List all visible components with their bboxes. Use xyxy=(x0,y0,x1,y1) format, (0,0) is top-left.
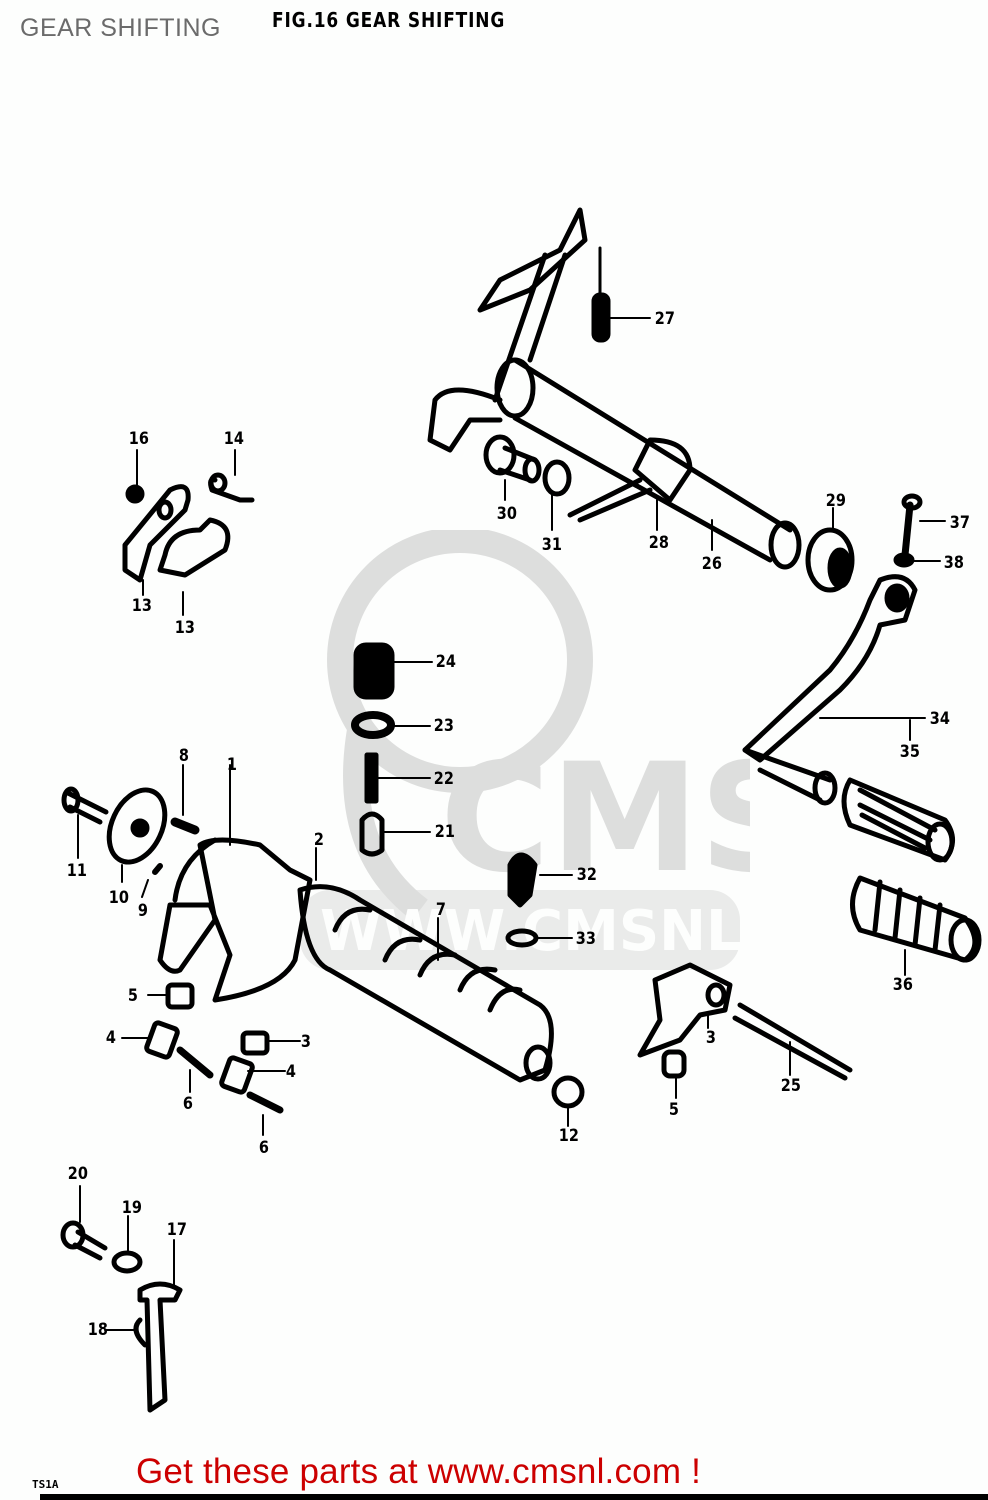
part-callout-4b: 4 xyxy=(285,1062,296,1082)
part-callout-19: 19 xyxy=(121,1198,142,1218)
part-callout-14: 14 xyxy=(223,429,244,449)
svg-text:CMS: CMS xyxy=(440,732,750,906)
bolt-30-drawing xyxy=(483,434,542,484)
stopper-17-drawing xyxy=(60,1220,183,1413)
part-callout-8: 8 xyxy=(178,746,189,766)
part-callout-3a: 3 xyxy=(300,1032,311,1052)
shift-rubber-36-drawing xyxy=(850,875,982,963)
part-callout-29: 29 xyxy=(825,491,846,511)
part-callout-13b: 13 xyxy=(174,618,195,638)
part-callout-6a: 6 xyxy=(182,1094,193,1114)
part-callout-2: 2 xyxy=(313,830,324,850)
part-callout-10: 10 xyxy=(108,888,129,908)
gear-shift-arm-drawing xyxy=(427,207,802,570)
shift-lever-drawing xyxy=(742,574,918,806)
part-callout-33: 33 xyxy=(575,929,596,949)
shift-rubber-35-drawing xyxy=(841,777,955,863)
cms-watermark-logo: CMS WWW.CMSNL.COM xyxy=(300,530,750,970)
part-callout-30: 30 xyxy=(496,504,517,524)
part-callout-3b: 3 xyxy=(705,1028,716,1048)
cta-link[interactable]: Get these parts at www.cmsnl.com ! xyxy=(136,1452,702,1491)
svg-text:WWW.CMSNL.COM: WWW.CMSNL.COM xyxy=(320,899,750,964)
footer-rule xyxy=(40,1494,988,1500)
part-callout-34: 34 xyxy=(929,709,950,729)
part-callout-18: 18 xyxy=(87,1320,108,1340)
part-callout-1: 1 xyxy=(226,755,237,775)
part-callout-12: 12 xyxy=(558,1126,579,1146)
footer-code: TS1A xyxy=(32,1478,59,1491)
part-callout-21: 21 xyxy=(434,822,455,842)
part-callout-28: 28 xyxy=(648,533,669,553)
figure-title: FIG.16 GEAR SHIFTING xyxy=(272,8,506,32)
part-callout-17: 17 xyxy=(166,1220,187,1240)
part-callout-13a: 13 xyxy=(131,596,152,616)
part-callout-9: 9 xyxy=(137,901,148,921)
part-callout-6b: 6 xyxy=(258,1138,269,1158)
part-callout-24: 24 xyxy=(435,652,456,672)
part-callout-26: 26 xyxy=(701,554,722,574)
part-callout-22: 22 xyxy=(433,769,454,789)
part-callout-4a: 4 xyxy=(105,1028,116,1048)
page-label: GEAR SHIFTING xyxy=(20,14,221,42)
part-callout-25: 25 xyxy=(780,1076,801,1096)
part-callout-38: 38 xyxy=(943,553,964,573)
part-callout-27: 27 xyxy=(654,309,675,329)
part-callout-20: 20 xyxy=(67,1164,88,1184)
part-callout-35: 35 xyxy=(899,742,920,762)
part-callout-37: 37 xyxy=(949,513,970,533)
part-callout-11: 11 xyxy=(66,861,87,881)
part-callout-5b: 5 xyxy=(668,1100,679,1120)
shift-drum-drawing xyxy=(157,837,554,1083)
plate-13-drawing xyxy=(122,472,255,583)
part-callout-7: 7 xyxy=(435,900,446,920)
part-callout-16: 16 xyxy=(128,429,149,449)
part-callout-32: 32 xyxy=(576,865,597,885)
part-callout-23: 23 xyxy=(433,716,454,736)
part-callout-31: 31 xyxy=(541,535,562,555)
part-callout-36: 36 xyxy=(892,975,913,995)
part-callout-5a: 5 xyxy=(127,986,138,1006)
